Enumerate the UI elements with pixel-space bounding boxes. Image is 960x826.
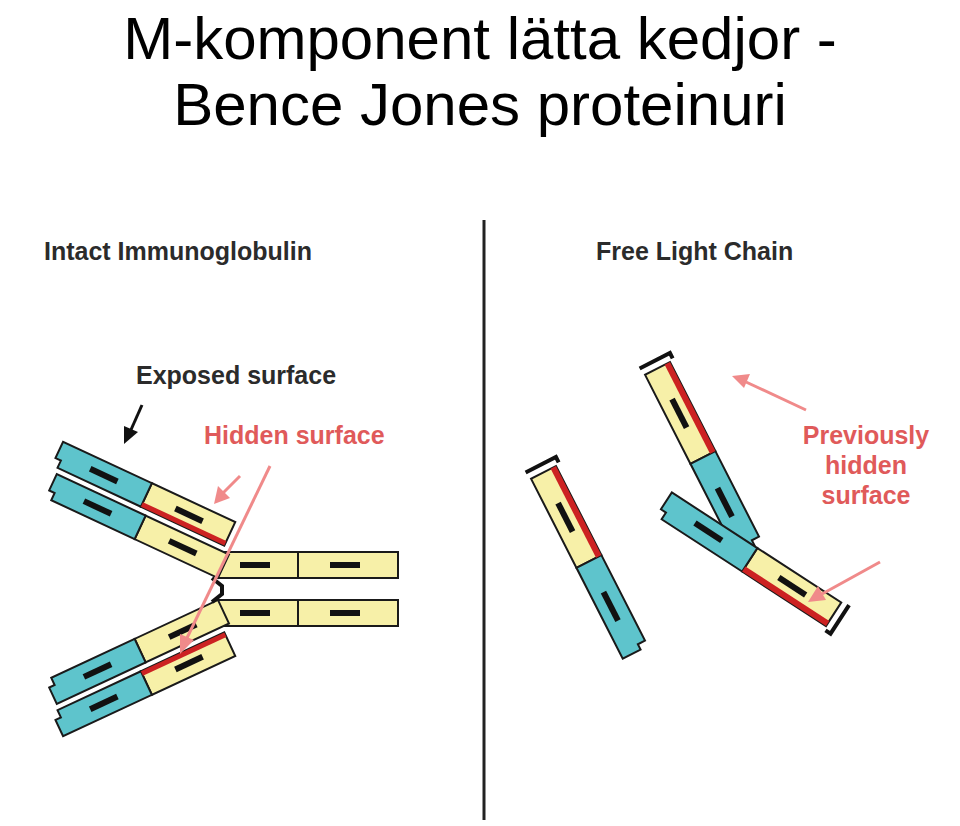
panel-heading: Intact Immunoglobulin (44, 236, 444, 266)
slide-title: M-komponent lätta kedjor -Bence Jones pr… (60, 6, 900, 138)
callout-label: Exposed surface (136, 360, 436, 390)
callout-label: Hidden surface (204, 420, 464, 450)
panel-heading: Free Light Chain (596, 236, 936, 266)
callout-label: Previously hidden surface (778, 420, 954, 510)
